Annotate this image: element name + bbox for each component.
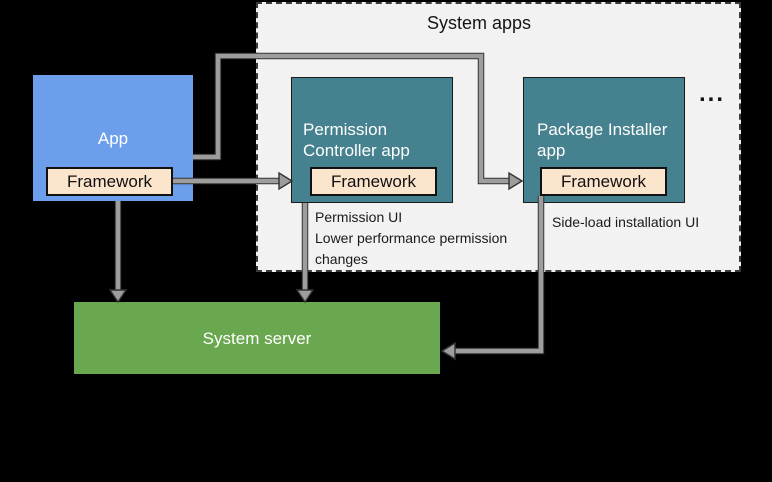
package-installer-framework-label: Framework [560,171,646,191]
system-server-label: System server [202,328,312,348]
package-installer-framework-box: Framework [540,167,667,196]
more-apps-ellipsis: ... [699,80,726,107]
permission-controller-framework-label: Framework [330,171,416,191]
app-framework-box: Framework [46,167,173,196]
package-installer-label: Package Installer app [537,120,668,160]
system-server-box: System server [74,302,440,374]
permission-controller-note: Permission UI Lower performance permissi… [315,209,508,267]
package-installer-note: Side-load installation UI [552,214,700,230]
app-box-label: App [97,128,129,148]
arrow-app-framework-to-system-server [108,201,128,304]
permission-controller-label: Permission Controller app [303,120,410,160]
permission-controller-framework-box: Framework [310,167,437,196]
app-framework-label: Framework [66,171,152,191]
system-apps-title: System apps [427,13,532,33]
